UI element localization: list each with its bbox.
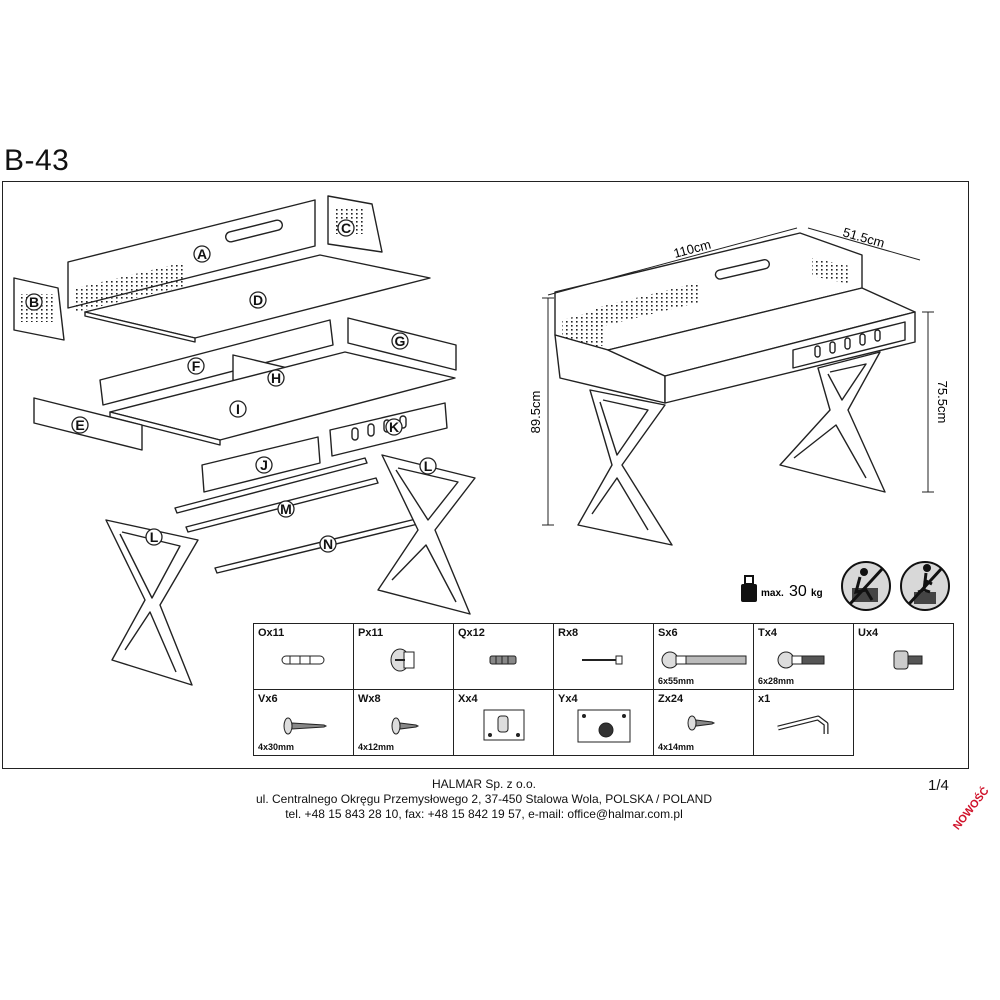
dim-total-height: 89.5cm bbox=[528, 391, 543, 434]
company-address: ul. Centralnego Okręgu Przemysłowego 2, … bbox=[255, 792, 712, 806]
leveling-foot-icon bbox=[893, 650, 923, 670]
hardware-code: Vx6 bbox=[258, 693, 278, 705]
long-bolt-icon bbox=[661, 651, 747, 669]
hardware-size: 4x12mm bbox=[358, 742, 395, 752]
dowel-icon bbox=[281, 655, 325, 665]
part-l-leg-left bbox=[105, 519, 199, 686]
wood-screw-icon bbox=[283, 717, 328, 735]
hardware-cell: Vx6 4x30mm bbox=[253, 689, 354, 756]
max-load-value: 30 bbox=[789, 583, 807, 600]
hardware-code: Tx4 bbox=[758, 627, 777, 639]
label-b: B bbox=[29, 294, 39, 310]
hardware-cell: Ox11 bbox=[253, 623, 354, 690]
hardware-code: Xx4 bbox=[458, 693, 478, 705]
allen-key-icon bbox=[777, 715, 829, 734]
assembled-desk bbox=[554, 232, 916, 546]
hardware-size: 4x14mm bbox=[658, 742, 695, 752]
hardware-code: Wx8 bbox=[358, 693, 381, 705]
company-contact: tel. +48 15 843 28 10, fax: +48 15 842 1… bbox=[285, 807, 683, 821]
hardware-cell: Qx12 bbox=[453, 623, 554, 690]
drawer-runner-icon bbox=[577, 709, 631, 743]
hardware-size: 4x30mm bbox=[258, 742, 295, 752]
short-screw-icon bbox=[391, 717, 420, 735]
hardware-code: x1 bbox=[758, 693, 771, 705]
cam-lock-icon bbox=[390, 648, 415, 672]
max-load-prefix: max. bbox=[761, 588, 784, 599]
no-standing-icon bbox=[900, 561, 950, 611]
part-l-leg-right bbox=[377, 454, 476, 615]
instruction-frame bbox=[2, 181, 969, 769]
label-l-left: L bbox=[150, 529, 159, 545]
hardware-cell: Zx24 4x14mm bbox=[653, 689, 754, 756]
no-climbing-icon bbox=[841, 561, 891, 611]
hardware-code: Ux4 bbox=[858, 627, 879, 639]
hardware-size: 6x28mm bbox=[758, 676, 795, 686]
hardware-code: Rx8 bbox=[558, 627, 579, 639]
hardware-cell: Sx6 6x55mm bbox=[653, 623, 754, 690]
weight-icon bbox=[741, 575, 757, 602]
hardware-cell: Tx4 6x28mm bbox=[753, 623, 854, 690]
page-number: 1/4 bbox=[928, 777, 949, 794]
dim-desk-height: 75.5cm bbox=[935, 381, 950, 424]
part-a-back-panel bbox=[67, 199, 316, 312]
part-f-rail bbox=[99, 319, 334, 406]
dim-depth: 51.5cm bbox=[841, 224, 886, 250]
hardware-cell: Wx8 4x12mm bbox=[353, 689, 454, 756]
model-code: B-43 bbox=[4, 144, 70, 177]
hardware-code: Ox11 bbox=[258, 627, 285, 639]
hardware-code: Px11 bbox=[358, 627, 384, 639]
hardware-code: Yx4 bbox=[558, 693, 578, 705]
hardware-cell: Rx8 bbox=[553, 623, 654, 690]
label-f: F bbox=[192, 358, 201, 374]
dimension-lines bbox=[542, 227, 934, 526]
short-bolt-icon bbox=[777, 651, 825, 669]
label-g: G bbox=[395, 333, 406, 349]
part-c-side-panel bbox=[327, 195, 383, 253]
label-n: N bbox=[323, 536, 333, 552]
label-l-right: L bbox=[424, 458, 433, 474]
company-footer: HALMAR Sp. z o.o. ul. Centralnego Okręgu… bbox=[0, 777, 968, 822]
label-m: M bbox=[280, 501, 292, 517]
label-a: A bbox=[197, 246, 207, 262]
hardware-code: Qx12 bbox=[458, 627, 485, 639]
hardware-cell: Xx4 bbox=[453, 689, 554, 756]
part-labels bbox=[25, 219, 437, 553]
part-n-bar bbox=[214, 517, 423, 574]
part-m-bar bbox=[174, 457, 368, 514]
hardware-cell: Ux4 bbox=[853, 623, 954, 690]
hardware-cell: Px11 bbox=[353, 623, 454, 690]
label-j: J bbox=[260, 457, 268, 473]
hardware-table: Ox11 Px11 Qx12 Rx8 Sx6 6x55mm Tx4 6x28mm… bbox=[253, 623, 954, 756]
label-h: H bbox=[271, 370, 281, 386]
max-load-unit: kg bbox=[811, 588, 823, 599]
hardware-cell: Yx4 bbox=[553, 689, 654, 756]
small-screw-icon bbox=[687, 715, 716, 731]
label-c: C bbox=[341, 220, 351, 236]
label-k: K bbox=[389, 419, 399, 435]
label-i: I bbox=[236, 401, 240, 417]
hardware-cell: x1 bbox=[753, 689, 854, 756]
hardware-code: Zx24 bbox=[658, 693, 684, 705]
hardware-size: 6x55mm bbox=[658, 676, 695, 686]
hardware-code: Sx6 bbox=[658, 627, 678, 639]
empty-cell bbox=[854, 690, 954, 756]
plastic-anchor-icon bbox=[489, 655, 517, 665]
label-d: D bbox=[253, 292, 263, 308]
company-name: HALMAR Sp. z o.o. bbox=[431, 777, 537, 791]
pin-screw-icon bbox=[582, 655, 623, 665]
label-e: E bbox=[75, 417, 84, 433]
bracket-plate-icon bbox=[483, 709, 525, 741]
